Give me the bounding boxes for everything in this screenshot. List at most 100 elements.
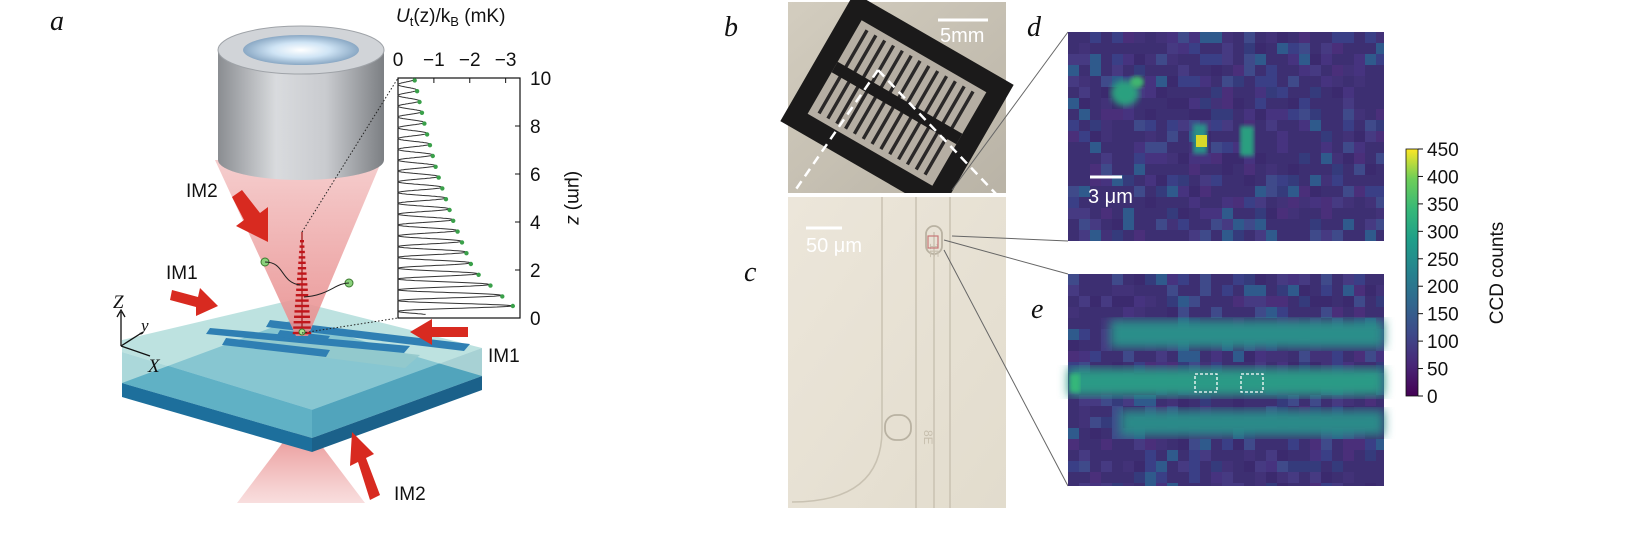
ccd-pixel	[1145, 362, 1156, 373]
panel-c: c 1E 8E 50 μm	[744, 197, 1006, 508]
ccd-pixel	[1200, 450, 1211, 461]
ccd-pixel	[1167, 307, 1178, 318]
ccd-pixel	[1134, 296, 1145, 307]
scalebar-b-label: 5mm	[940, 25, 984, 47]
ccd-pixel	[1343, 109, 1354, 120]
ccd-pixel	[1123, 307, 1134, 318]
ccd-pixel	[1112, 219, 1123, 230]
ccd-pixel	[1200, 285, 1211, 296]
ccd-pixel	[1101, 483, 1112, 486]
ccd-pixel	[1156, 76, 1167, 87]
ccd-pixel	[1101, 439, 1112, 450]
ccd-pixel	[1354, 65, 1365, 76]
ccd-pixel	[1321, 197, 1332, 208]
ccd-pixel	[1321, 362, 1332, 373]
ccd-pixel	[1277, 351, 1288, 362]
ccd-pixel	[1112, 65, 1123, 76]
trap-minimum-marker	[417, 99, 422, 105]
ccd-pixel	[1365, 164, 1376, 175]
ccd-pixel	[1310, 109, 1321, 120]
ccd-pixel	[1090, 120, 1101, 131]
ccd-pixel	[1079, 109, 1090, 120]
ccd-pixel	[1112, 230, 1123, 241]
ccd-pixel	[1189, 351, 1200, 362]
ccd-pixel	[1211, 32, 1222, 43]
ccd-pixel	[1090, 417, 1101, 428]
ccd-pixel	[1167, 219, 1178, 230]
ccd-pixel	[1255, 362, 1266, 373]
ccd-pixel	[1167, 483, 1178, 486]
ccd-pixel	[1112, 362, 1123, 373]
ccd-pixel	[1332, 483, 1343, 486]
ccd-pixel	[1079, 219, 1090, 230]
trap-lattice	[292, 232, 312, 335]
ccd-pixel	[1167, 362, 1178, 373]
ccd-pixel	[1112, 285, 1123, 296]
ccd-pixel	[1134, 362, 1145, 373]
ccd-pixel	[1200, 186, 1211, 197]
trap-site	[295, 299, 309, 302]
ccd-pixel	[1134, 439, 1145, 450]
colorbar-tick-label: 250	[1427, 250, 1459, 271]
ccd-pixel	[1068, 307, 1079, 318]
ccd-pixel	[1354, 439, 1365, 450]
ccd-pixel	[1178, 76, 1189, 87]
ccd-pixel	[1288, 186, 1299, 197]
ccd-pixel	[1288, 461, 1299, 472]
ccd-pixel	[1090, 175, 1101, 186]
zoom-box-d	[927, 235, 939, 249]
ccd-pixel	[1189, 109, 1200, 120]
ccd-pixel	[1376, 32, 1384, 43]
ccd-pixel	[1189, 153, 1200, 164]
trap-minimum-marker	[414, 89, 420, 94]
ccd-pixel	[1266, 450, 1277, 461]
ccd-pixel	[1112, 76, 1123, 87]
ccd-pixel	[1277, 208, 1288, 219]
scalebar-c-label: 50 μm	[806, 235, 862, 257]
ccd-pixel	[1321, 142, 1332, 153]
ccd-pixel	[1299, 351, 1310, 362]
ccd-pixel	[1244, 54, 1255, 65]
ccd-pixel	[1211, 472, 1222, 483]
ccd-pixel	[1266, 186, 1277, 197]
ccd-pixel	[1310, 54, 1321, 65]
ccd-pixel	[1365, 483, 1376, 486]
ccd-pixel	[1277, 395, 1288, 406]
chip-rings	[884, 225, 943, 441]
ccd-pixel	[1134, 230, 1145, 241]
ccd-pixel	[1068, 461, 1079, 472]
ccd-pixel	[1101, 98, 1112, 109]
ccd-pixel	[1244, 351, 1255, 362]
ccd-pixel	[1222, 285, 1233, 296]
ccd-pixel	[1145, 76, 1156, 87]
ccd-pixel	[1145, 197, 1156, 208]
ccd-pixel	[1068, 439, 1079, 450]
ccd-pixel	[1101, 395, 1112, 406]
atom-cloud	[1111, 80, 1139, 106]
ccd-pixel	[1101, 120, 1112, 131]
ccd-pixel	[1211, 120, 1222, 131]
ccd-pixel	[1244, 164, 1255, 175]
ccd-pixel	[1255, 296, 1266, 307]
ccd-pixel	[1343, 362, 1354, 373]
ccd-pixel	[1222, 164, 1233, 175]
ccd-pixel	[1145, 439, 1156, 450]
ccd-pixel	[1299, 197, 1310, 208]
ccd-pixel	[1222, 76, 1233, 87]
ccd-pixel	[1178, 186, 1189, 197]
ccd-pixel	[1310, 87, 1321, 98]
ccd-pixel	[1288, 439, 1299, 450]
ccd-pixel	[1343, 197, 1354, 208]
ccd-pixel	[1222, 472, 1233, 483]
ccd-pixel	[1090, 164, 1101, 175]
ccd-pixel	[1167, 54, 1178, 65]
inset-y-tick-label: 4	[530, 213, 541, 234]
trap-minimum-marker	[447, 207, 452, 213]
ccd-pixel	[1156, 439, 1167, 450]
ccd-pixel	[1343, 395, 1354, 406]
trap-minimum-marker	[443, 197, 449, 202]
ccd-pixel	[1068, 131, 1079, 142]
ccd-pixel	[1101, 230, 1112, 241]
